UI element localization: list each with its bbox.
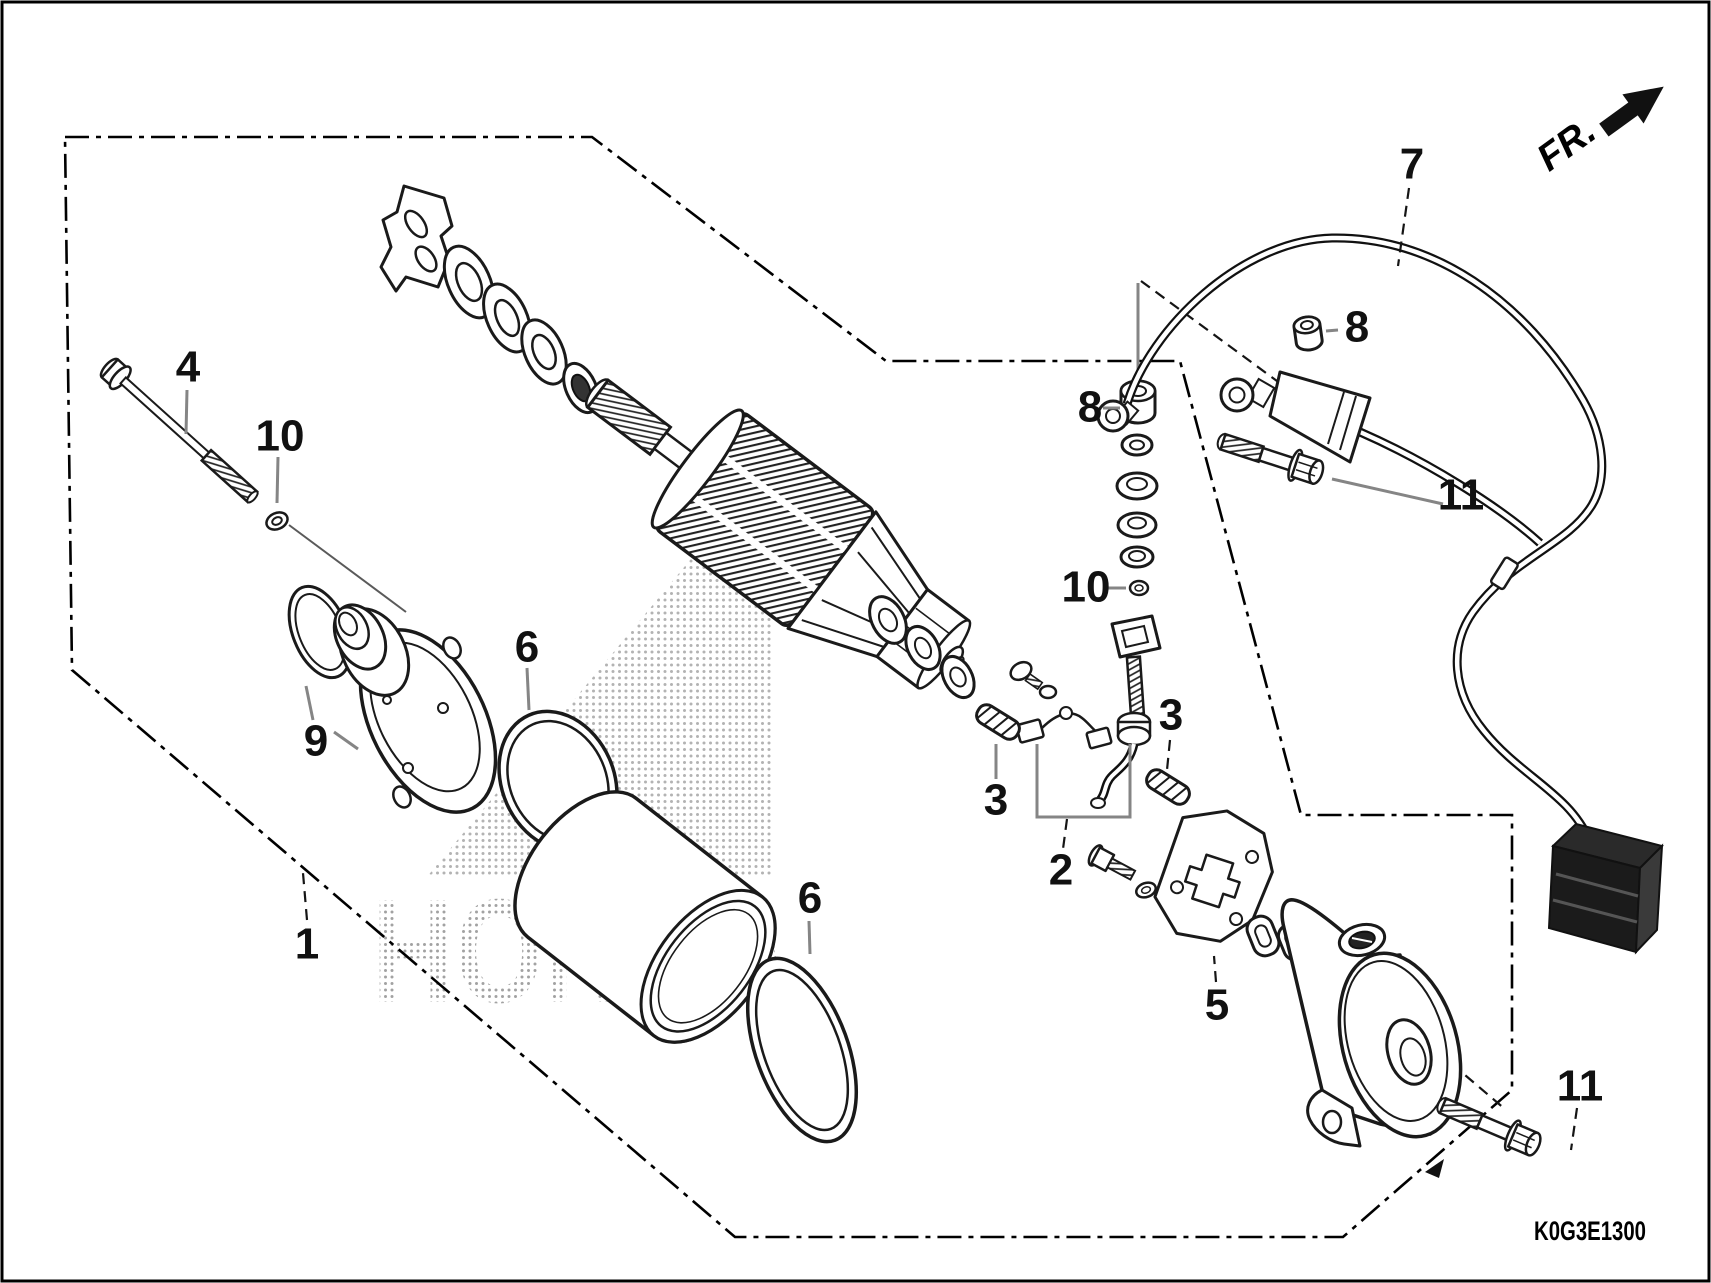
nut-8b [1292,315,1324,352]
callout-11b: 11 [1557,1062,1604,1111]
bolt-4 [99,357,259,504]
cable-band-clip [1489,556,1519,591]
callout-5: 5 [1205,981,1229,1030]
callout-1: 1 [295,920,319,969]
callout-labels: 4 10 9 1 6 6 3 2 3 10 8 8 5 7 11 11 [176,140,1604,1111]
diagram-code: K0G3E1300 [1534,1216,1646,1246]
holder-washer [1135,881,1157,899]
callout-8b: 8 [1345,303,1369,352]
callout-8a: 8 [1078,383,1102,432]
callout-4: 4 [176,343,201,392]
callout-11a: 11 [1438,471,1485,520]
thrust-washers [868,595,976,700]
callout-2: 2 [1049,846,1073,895]
callout-3b: 3 [1159,691,1183,740]
callout-6a: 6 [515,623,539,672]
brush-spring-right [1145,768,1191,806]
o-ring-6b [745,956,859,1144]
rear-cover [1280,898,1463,1148]
starter-cable [1096,233,1664,955]
callout-3a: 3 [984,776,1008,825]
construction-lines [288,280,1507,1111]
cable-connector [1547,822,1664,955]
shim-washers [442,244,600,415]
callout-10b: 10 [1062,563,1111,612]
washer-10a [265,511,289,531]
callout-9: 9 [304,717,328,766]
callout-7: 7 [1400,140,1424,189]
brush-spring-left [975,703,1021,741]
bolt-11a [1216,432,1325,485]
terminal-rubber-boot [1268,370,1372,464]
motor-housing [513,790,777,1044]
brush-holder-plate [1153,809,1274,943]
callout-10a: 10 [256,412,305,461]
lock-plate [379,184,454,293]
border-arrow-tick [1425,1159,1444,1178]
holder-screw [1087,844,1137,881]
bolt-11b [1436,1096,1542,1157]
fr-arrow-icon [1599,86,1664,137]
leader-lines [184,187,1579,1151]
front-bracket [332,603,498,814]
assembly-outline-border [63,135,1514,1239]
callout-6b: 6 [798,874,822,923]
